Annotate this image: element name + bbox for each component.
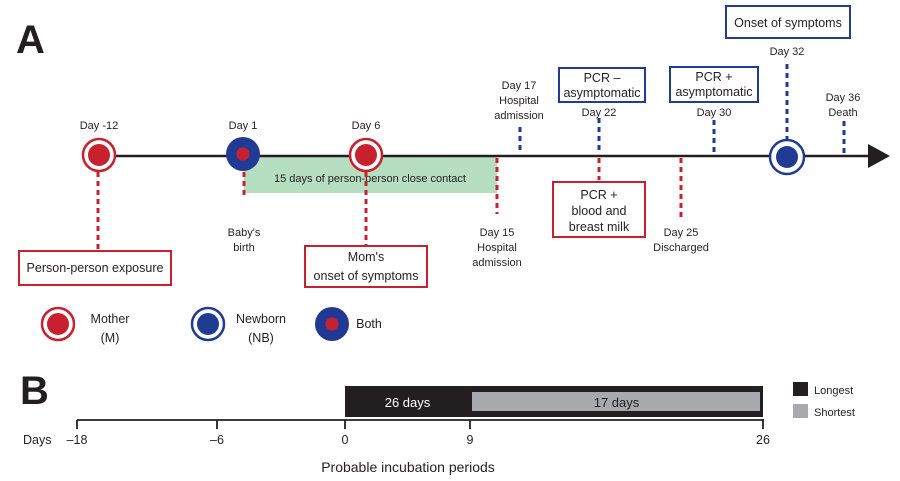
svg-text:Person-person exposure: Person-person exposure <box>27 261 164 275</box>
box-nb-onset: Onset of symptoms <box>725 5 851 39</box>
label-day-17-admission: admission <box>494 110 544 122</box>
box-pcr-negative: PCR – asymptomatic <box>558 67 646 103</box>
tick-label: 26 <box>756 433 770 447</box>
label-day-15-hospital: Hospital <box>477 242 517 254</box>
svg-text:Longest: Longest <box>814 385 853 397</box>
mother-marker-day-6 <box>348 137 384 173</box>
svg-text:onset of symptoms: onset of symptoms <box>314 269 419 283</box>
svg-text:asymptomatic: asymptomatic <box>675 85 752 99</box>
newborn-marker-day-32 <box>768 138 806 176</box>
box-exposure: Person-person exposure <box>18 250 172 286</box>
svg-text:PCR +: PCR + <box>695 70 732 84</box>
panel-b-ticks: –18 –6 0 9 26 <box>67 420 770 447</box>
svg-text:asymptomatic: asymptomatic <box>563 86 640 100</box>
panel-b-xlabel: Probable incubation periods <box>321 459 495 475</box>
svg-text:Mom's: Mom's <box>348 250 384 264</box>
svg-text:Newborn: Newborn <box>236 312 286 326</box>
svg-text:PCR –: PCR – <box>584 71 621 85</box>
svg-text:PCR +: PCR + <box>580 188 617 202</box>
label-day-36-death: Death <box>828 107 857 119</box>
tick-label: 0 <box>342 433 349 447</box>
both-marker-day-1 <box>226 137 260 171</box>
label-day-32: Day 32 <box>770 46 805 58</box>
label-day-36: Day 36 <box>826 92 861 104</box>
box-pcr-blood: PCR + blood and breast milk <box>552 181 646 238</box>
tick-label: 9 <box>467 433 474 447</box>
panel-b-letter: B <box>20 369 49 413</box>
box-pcr-positive: PCR + asymptomatic <box>669 66 759 103</box>
label-day-1: Day 1 <box>229 120 258 132</box>
legend-both: Both <box>315 307 382 341</box>
contact-period-label: 15 days of person-person close contact <box>274 173 466 185</box>
svg-text:Mother: Mother <box>91 312 130 326</box>
box-mom-onset: Mom's onset of symptoms <box>304 245 428 288</box>
label-day-15: Day 15 <box>480 227 515 239</box>
svg-text:breast milk: breast milk <box>569 220 630 234</box>
label-baby-birth-2: birth <box>233 242 254 254</box>
label-day-17: Day 17 <box>502 80 537 92</box>
legend-shortest: Shortest <box>793 404 855 419</box>
label-day-22: Day 22 <box>582 107 617 119</box>
incubation-bars: 26 days 17 days <box>345 386 763 417</box>
tick-label: –6 <box>210 433 224 447</box>
label-day-m12: Day -12 <box>80 120 119 132</box>
timeline-arrow-icon <box>868 144 890 168</box>
mother-marker-day-m12 <box>81 137 117 173</box>
svg-text:Both: Both <box>356 317 382 331</box>
svg-text:Shortest: Shortest <box>814 407 855 419</box>
bar-longest-label: 26 days <box>385 395 431 410</box>
label-day-6: Day 6 <box>352 120 381 132</box>
panel-b-axis-title: Days <box>23 433 51 447</box>
svg-text:blood and: blood and <box>572 204 627 218</box>
legend-mother: Mother (M) <box>40 306 130 345</box>
tick-label: –18 <box>67 433 88 447</box>
svg-text:(M): (M) <box>101 331 120 345</box>
label-baby-birth-1: Baby's <box>228 227 261 239</box>
label-day-15-admission: admission <box>472 257 522 269</box>
bar-shortest <box>472 392 760 411</box>
label-day-25: Day 25 <box>664 227 699 239</box>
label-day-25-discharged: Discharged <box>653 242 709 254</box>
svg-text:Onset of symptoms: Onset of symptoms <box>734 16 842 30</box>
label-day-17-hospital: Hospital <box>499 95 539 107</box>
svg-text:(NB): (NB) <box>248 331 274 345</box>
legend-longest: Longest <box>793 382 853 397</box>
legend-newborn: Newborn (NB) <box>190 306 286 345</box>
panel-a-letter: A <box>16 18 45 62</box>
bar-shortest-label: 17 days <box>594 395 640 410</box>
label-day-30: Day 30 <box>697 107 732 119</box>
